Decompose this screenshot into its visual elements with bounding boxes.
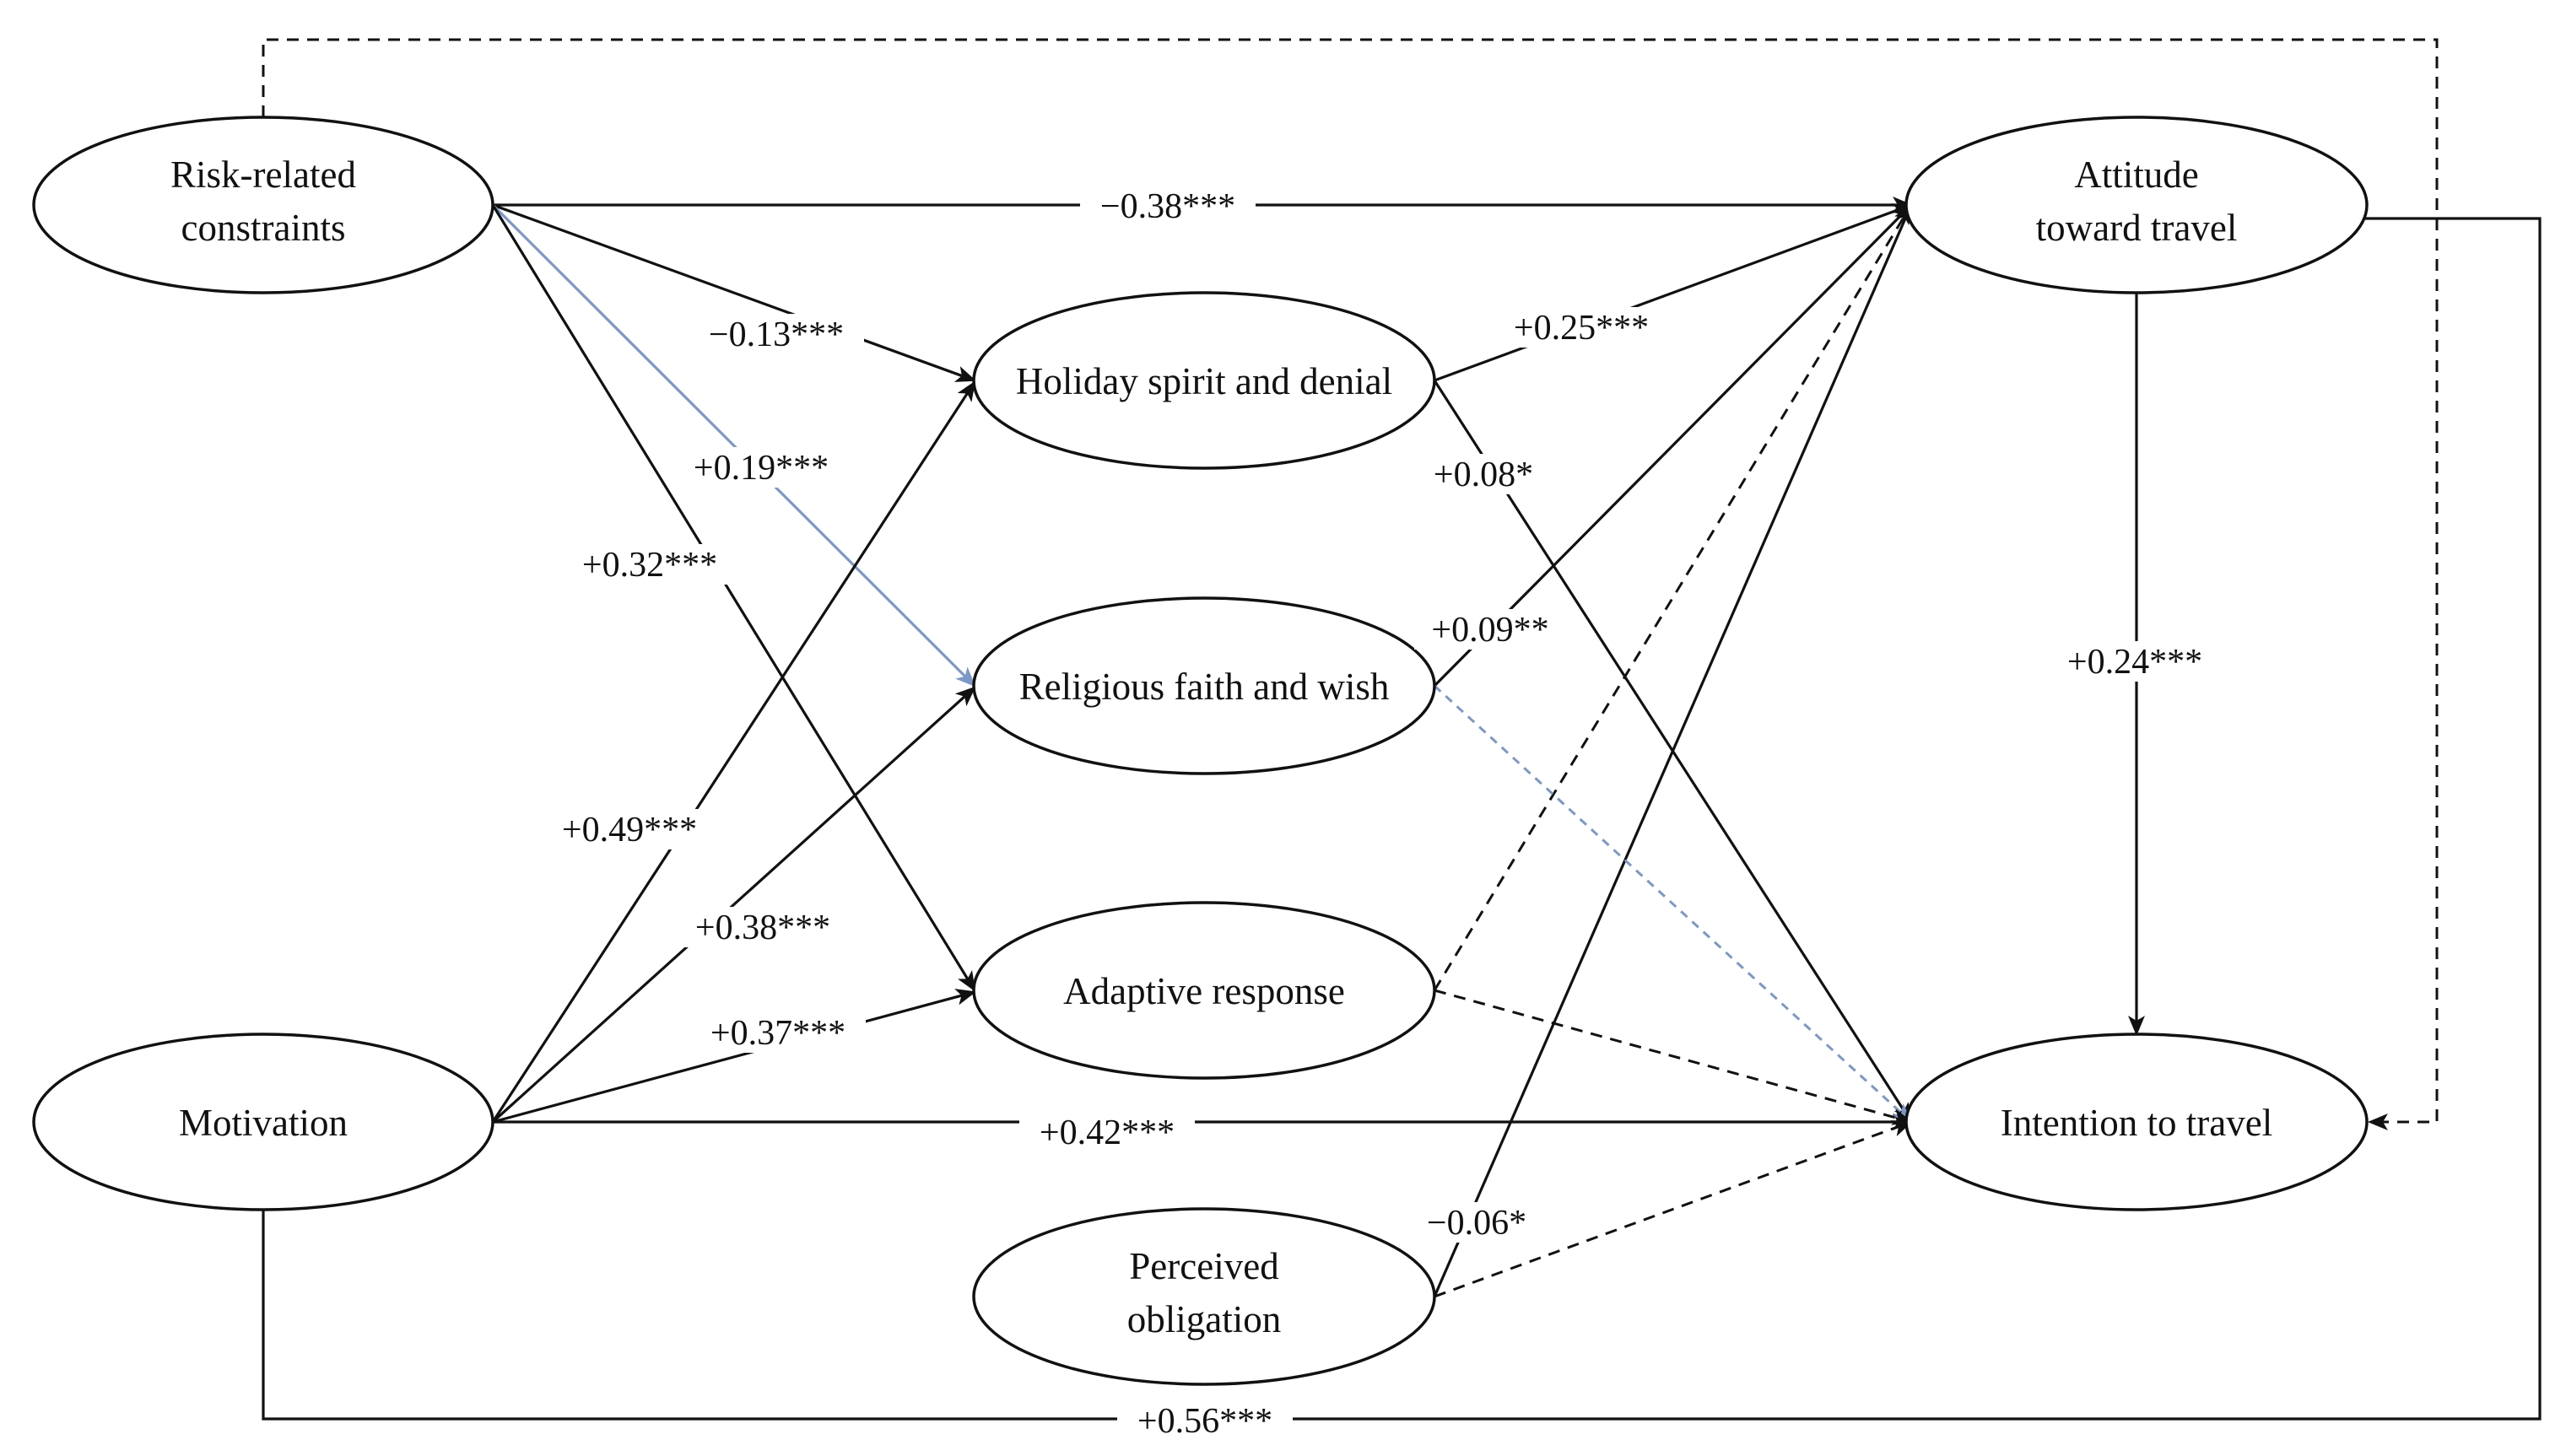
path-risk-to-religious [491,203,976,688]
coef-risk-holiday-text: −0.13*** [709,315,844,354]
path-religious-to-intention [1433,684,1913,1124]
coef-religious-attitude-text: +0.09** [1431,611,1548,650]
coef-risk-adaptive: +0.32*** [562,544,737,585]
coef-motivation-adaptive: +0.37*** [690,1012,866,1053]
path-religious-to-attitude [1433,203,1913,688]
coef-risk-religious: +0.19*** [673,447,849,488]
coef-holiday-intention: +0.08* [1416,454,1551,494]
node-adaptive-response: Adaptive response [972,901,1436,1080]
path-adaptive-to-attitude [1433,203,1913,991]
path-motivation-to-adaptive [492,989,976,1124]
path-motivation-to-holiday [491,380,976,1123]
coef-motivation-intention: +0.42*** [1019,1112,1195,1152]
coef-motivation-attitude: +0.56*** [1117,1400,1293,1441]
node-religious-faith-and-wish: Religious faith and wish [972,596,1436,775]
coef-motivation-religious-text: +0.38*** [695,909,830,947]
node-attitude-line-2: toward travel [2036,207,2238,249]
coef-risk-attitude-text: −0.38*** [1100,187,1235,226]
coef-holiday-attitude: +0.25*** [1494,307,1669,348]
node-intention-to-travel: Intention to travel [1904,1033,2369,1211]
coef-obligation-attitude: −0.06* [1409,1202,1544,1243]
path-holiday-to-attitude [1434,203,1913,382]
coef-motivation-holiday-text: +0.49*** [562,811,697,849]
paths-layer [262,38,2542,1421]
node-risk-line-2: constraints [181,207,346,249]
path-holiday-to-intention [1433,380,1913,1124]
coef-motivation-intention-text: +0.42*** [1040,1114,1175,1152]
coef-risk-holiday: −0.13*** [689,314,864,354]
path-obligation-to-intention [1434,1120,1913,1298]
node-adaptive-label: Adaptive response [1063,970,1345,1012]
coef-motivation-holiday: +0.49*** [542,809,717,849]
node-motivation-label: Motivation [179,1102,348,1144]
coef-holiday-attitude-text: +0.25*** [1514,309,1649,348]
coef-attitude-intention-text: +0.24*** [2067,643,2202,682]
coef-motivation-attitude-text: +0.56*** [1137,1402,1272,1441]
coefficients-layer: −0.38*** −0.13*** +0.19*** +0.32*** +0.4… [542,186,2223,1441]
coef-risk-attitude: −0.38*** [1080,186,1256,226]
coef-motivation-adaptive-text: +0.37*** [710,1014,845,1053]
node-risk-line-1: Risk-related [170,154,356,196]
path-motivation-to-religious [491,686,976,1124]
path-risk-to-adaptive [491,204,976,992]
coef-risk-adaptive-text: +0.32*** [582,546,717,585]
node-holiday-label: Holiday spirit and denial [1016,360,1392,402]
node-obligation-line-1: Perceived [1129,1245,1278,1287]
node-attitude-toward-travel: Attitude toward travel [1904,116,2369,294]
node-perceived-obligation: Perceived obligation [972,1207,1436,1386]
coef-religious-attitude: +0.09** [1414,609,1566,650]
path-adaptive-to-intention [1434,989,1913,1125]
node-holiday-spirit-and-denial: Holiday spirit and denial [972,291,1436,470]
node-risk-related-constraints: Risk-related constraints [32,116,494,294]
node-obligation-line-2: obligation [1127,1298,1281,1340]
node-motivation: Motivation [32,1033,494,1211]
path-risk-to-holiday [492,203,976,382]
path-risk-to-intention-loop [262,38,2439,1130]
coef-motivation-religious: +0.38*** [675,907,851,947]
nodes-layer: Risk-related constraints Motivation Holi… [32,116,2369,1386]
coef-attitude-intention: +0.24*** [2047,641,2223,682]
node-intention-label: Intention to travel [2001,1102,2272,1144]
coef-holiday-intention-text: +0.08* [1434,456,1533,494]
coef-risk-religious-text: +0.19*** [694,449,829,488]
node-religious-label: Religious faith and wish [1019,666,1390,708]
path-motivation-to-attitude-loop [262,217,2542,1421]
coef-obligation-attitude-text: −0.06* [1427,1204,1526,1243]
node-attitude-line-1: Attitude [2074,154,2198,196]
